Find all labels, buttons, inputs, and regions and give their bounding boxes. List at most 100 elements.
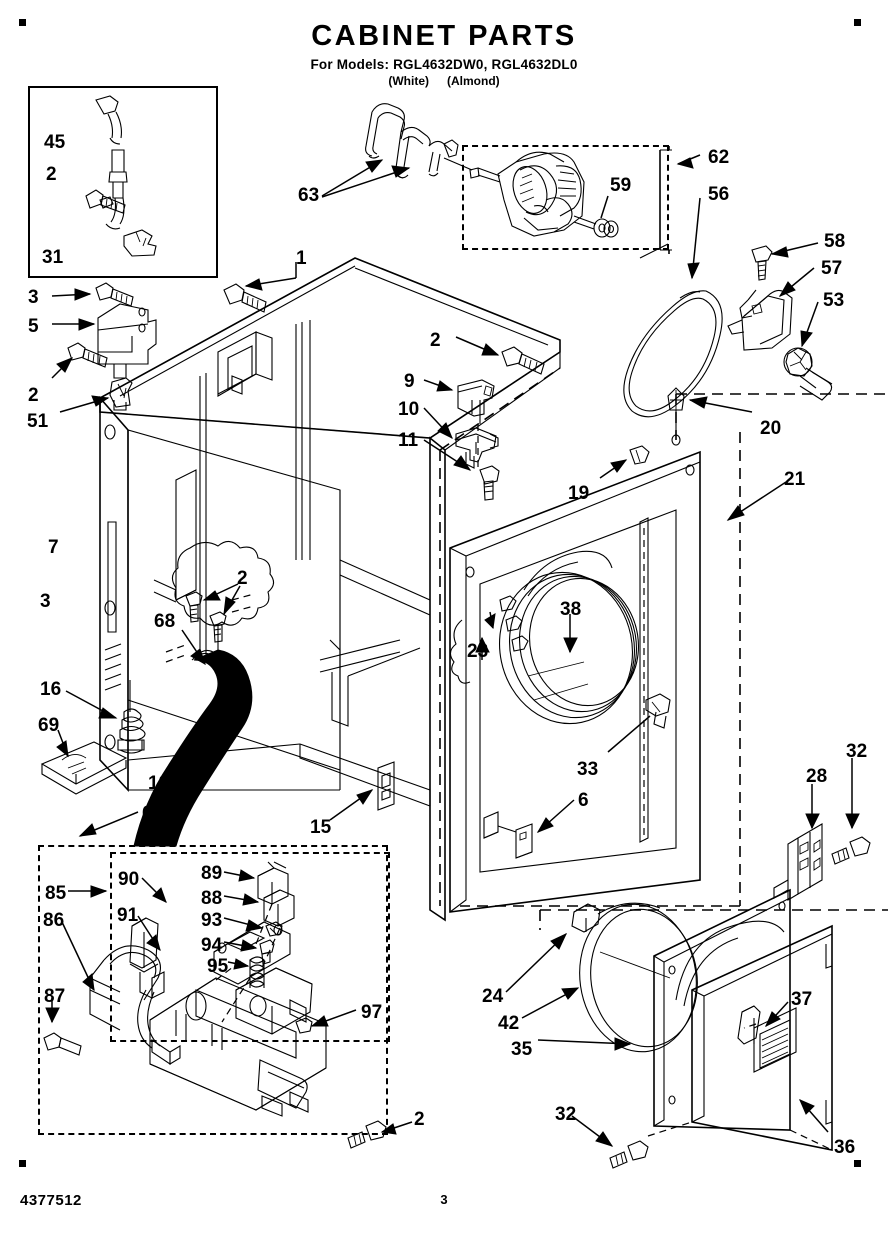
leader-37 <box>766 1002 788 1026</box>
leader-95 <box>228 959 248 969</box>
drive-belt-56 <box>624 291 722 417</box>
leader-56 <box>688 198 700 278</box>
callout-7: 7 <box>48 537 59 558</box>
leader-69 <box>57 730 68 756</box>
callout-85: 85 <box>45 883 67 904</box>
leveling-leg-16 <box>118 680 145 753</box>
leader-32-right <box>846 758 859 828</box>
callout-58: 58 <box>824 231 846 252</box>
leader-59 <box>601 196 608 218</box>
callout-56: 56 <box>708 184 730 205</box>
finish-line: (White)(Almond) <box>0 73 888 88</box>
callout-3-top: 3 <box>28 287 39 308</box>
callout-91: 91 <box>117 905 139 926</box>
leader-62 <box>678 155 700 168</box>
callout-95: 95 <box>207 956 229 977</box>
callout-59: 59 <box>610 175 632 196</box>
door-switch-11-screw <box>480 466 499 500</box>
leader-86 <box>62 922 94 990</box>
callout-53: 53 <box>823 290 845 311</box>
models-prefix: For Models: <box>310 57 390 72</box>
clip-part-31-inset <box>124 230 156 256</box>
screw-1 <box>224 284 266 312</box>
igniter-wire-part <box>96 96 127 229</box>
model-line: For Models: RGL4632DW0, RGL4632DL0 <box>0 57 888 73</box>
callout-62: 62 <box>708 147 730 168</box>
door-align-lines <box>648 1122 832 1150</box>
callout-10: 10 <box>398 399 420 420</box>
callout-42: 42 <box>498 1013 520 1034</box>
leader-6 <box>538 800 574 832</box>
leader-5 <box>52 319 94 330</box>
callout-69: 69 <box>38 715 60 736</box>
leader-97 <box>312 1010 356 1026</box>
literature-pocket-69 <box>42 742 126 794</box>
clip-19 <box>630 446 649 464</box>
callout-45: 45 <box>44 132 66 153</box>
callout-19: 19 <box>568 483 590 504</box>
callout-2-inset: 2 <box>46 164 57 185</box>
clip-33 <box>646 694 670 728</box>
leader-91 <box>138 916 160 950</box>
screw-3-top <box>96 283 133 306</box>
screw-93 <box>266 922 282 936</box>
footer-part-number: 4377512 <box>20 1192 82 1209</box>
leader-18 <box>172 738 208 764</box>
registration-mark-bottom-left <box>19 1160 26 1167</box>
callout-31: 31 <box>42 247 64 268</box>
callout-3-lower: 3 <box>40 591 51 612</box>
callout-35: 35 <box>511 1039 533 1060</box>
callout-18: 18 <box>148 773 170 794</box>
leader-36 <box>800 1100 828 1132</box>
leader-15 <box>330 790 372 820</box>
burner-detail-box-inner <box>110 852 390 1042</box>
cabinet-bracket-5 <box>98 304 156 378</box>
leader-93 <box>224 918 262 931</box>
callout-24: 24 <box>482 986 504 1007</box>
registration-mark-top-left <box>19 19 26 26</box>
page-title: CABINET PARTS <box>311 20 577 52</box>
registration-mark-bottom-right <box>854 1160 861 1167</box>
door-assembly-36 <box>570 890 832 1150</box>
leader-38 <box>564 614 577 652</box>
leader-2-detail <box>204 584 240 614</box>
registration-mark-top-right <box>854 19 861 26</box>
finish-white: (White) <box>388 73 429 88</box>
leader-88 <box>224 894 258 905</box>
callout-67: 67 <box>142 803 164 824</box>
leader-90 <box>142 878 166 902</box>
leader-63 <box>322 160 409 197</box>
callout-93: 93 <box>201 910 223 931</box>
callout-51: 51 <box>27 411 49 432</box>
leader-87 <box>44 998 81 1055</box>
callout-2-right: 2 <box>430 330 441 351</box>
burner-assembly <box>90 862 326 1116</box>
door-catch-10 <box>456 428 498 468</box>
clip-51 <box>110 378 132 410</box>
leader-58 <box>772 243 818 257</box>
callout-32-door: 32 <box>555 1104 577 1125</box>
callout-68: 68 <box>154 611 176 632</box>
leader-32-door <box>572 1116 612 1146</box>
callout-1: 1 <box>296 248 307 269</box>
callout-38: 38 <box>560 599 582 620</box>
burner-detail-box-outer <box>38 845 388 1135</box>
leader-2-right <box>456 337 498 355</box>
footer-page-number: 3 <box>440 1192 448 1207</box>
callout-37: 37 <box>791 989 813 1010</box>
callout-36: 36 <box>834 1137 856 1158</box>
callout-20: 20 <box>760 418 782 439</box>
motor-detail-box <box>462 145 669 250</box>
gas-valve-coil-89 <box>258 862 288 904</box>
orifice-94 <box>260 940 274 964</box>
leader-20 <box>690 397 752 412</box>
leader-33 <box>608 716 650 752</box>
leader-3-top <box>52 289 90 300</box>
leader-42 <box>522 988 578 1018</box>
leader-2-left <box>52 358 72 378</box>
leader-1 <box>246 262 296 290</box>
callout-21: 21 <box>784 469 806 490</box>
callout-23: 23 <box>467 641 489 662</box>
callout-11: 11 <box>398 430 419 451</box>
